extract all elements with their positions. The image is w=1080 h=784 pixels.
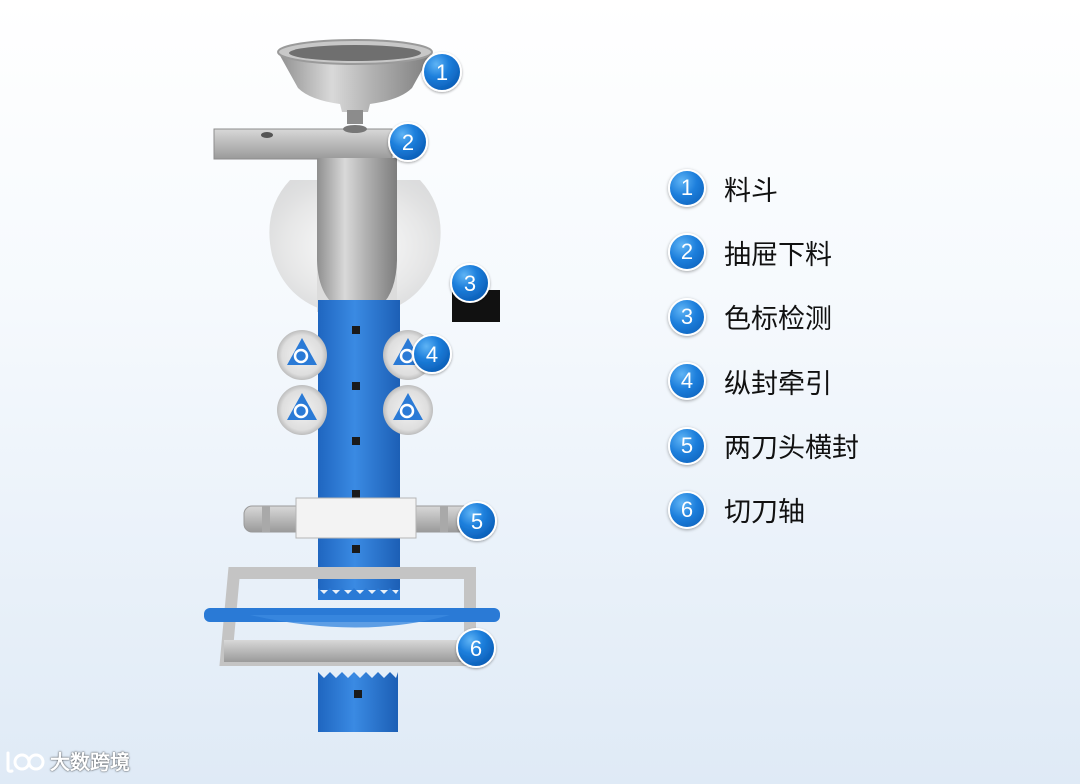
callout-4-number: 4 xyxy=(426,342,438,367)
legend-item-6: 6 切刀轴 xyxy=(668,490,998,530)
legend-badge-2: 2 xyxy=(668,233,706,272)
legend-item-3: 3 色标检测 xyxy=(668,297,998,337)
legend-badge-5: 5 xyxy=(668,426,706,465)
callout-4: 4 xyxy=(412,334,452,374)
packaging-machine-diagram: 1 2 3 4 5 6 xyxy=(204,39,500,732)
drawer-feed-plate xyxy=(213,125,393,160)
hopper xyxy=(277,39,433,124)
watermark: 大数跨境 xyxy=(4,746,130,775)
horizontal-sealer xyxy=(243,497,477,539)
bag-output xyxy=(318,672,398,732)
callout-2: 2 xyxy=(388,122,428,162)
legend-label-6: 切刀轴 xyxy=(724,497,805,529)
legend-item-2: 2 抽屉下料 xyxy=(668,232,998,272)
legend-badge-1: 1 xyxy=(668,169,706,207)
legend-badge-3: 3 xyxy=(668,297,706,336)
watermark-logo-icon xyxy=(6,751,45,773)
legend: 1 料斗 2 抽屉下料 3 色标检测 4 纵封牵引 5 两刀头横封 6 切刀轴 xyxy=(668,168,998,554)
legend-label-2: 抽屉下料 xyxy=(724,239,832,271)
legend-badge-4: 4 xyxy=(668,362,706,401)
legend-label-4: 纵封牵引 xyxy=(724,368,832,400)
legend-badge-6: 6 xyxy=(668,490,706,529)
callout-3: 3 xyxy=(450,263,490,303)
watermark-text: 大数跨境 xyxy=(50,750,130,774)
traction-rollers xyxy=(277,330,433,435)
legend-item-1: 1 料斗 xyxy=(668,168,998,208)
legend-item-4: 4 纵封牵引 xyxy=(668,361,998,401)
callout-1-number: 1 xyxy=(436,60,448,85)
legend-item-5: 5 两刀头横封 xyxy=(668,426,998,466)
legend-label-3: 色标检测 xyxy=(724,304,832,336)
callout-5-number: 5 xyxy=(471,509,483,534)
callout-1: 1 xyxy=(422,52,462,92)
callout-3-number: 3 xyxy=(464,271,476,296)
callout-2-number: 2 xyxy=(402,130,414,155)
legend-label-5: 两刀头横封 xyxy=(724,433,859,465)
legend-label-1: 料斗 xyxy=(724,175,778,207)
callout-5: 5 xyxy=(457,501,497,541)
forming-collar xyxy=(269,158,441,312)
callout-6: 6 xyxy=(456,628,496,668)
callout-6-number: 6 xyxy=(470,636,482,661)
